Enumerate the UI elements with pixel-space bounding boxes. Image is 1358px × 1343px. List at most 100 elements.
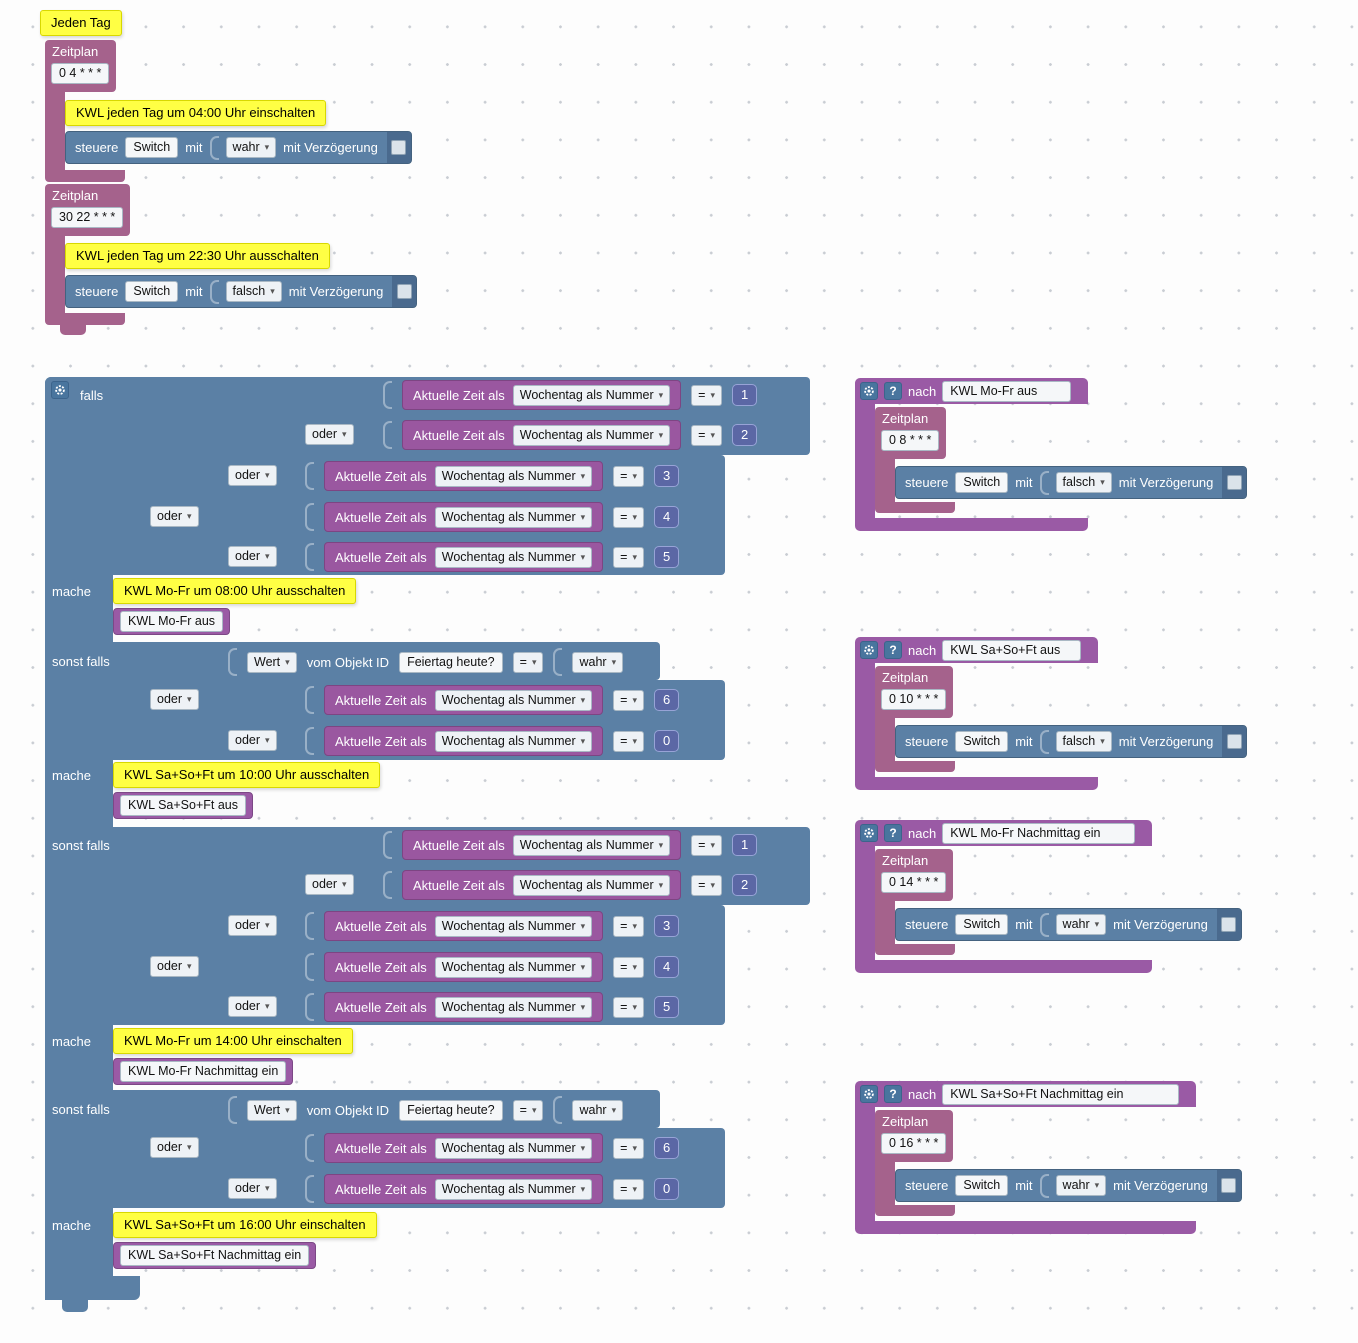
operator-dropdown[interactable]: =▾ [613, 730, 644, 752]
function-block-spine[interactable] [855, 846, 875, 960]
time-format-dropdown[interactable]: Wochentag als Nummer▾ [434, 1137, 593, 1159]
operator-dropdown[interactable]: =▾ [691, 834, 722, 856]
operator-dropdown[interactable]: =▾ [691, 424, 722, 446]
function-block-header[interactable]: ? nach KWL Mo-Fr Nachmittag ein [855, 820, 1152, 846]
compare-block[interactable]: Aktuelle Zeit als Wochentag als Nummer▾ … [305, 539, 680, 575]
number-block[interactable]: 6 [654, 689, 680, 711]
current-time-block[interactable]: Aktuelle Zeit als Wochentag als Nummer▾ [324, 1133, 604, 1163]
control-block[interactable]: steuere Switch mit wahr▾ mit Verzögerung [895, 908, 1242, 941]
delay-checkbox[interactable] [1221, 917, 1237, 932]
or-dropdown[interactable]: oder▾ [305, 874, 354, 895]
compare-block[interactable]: Aktuelle Zeit als Wochentag als Nummer▾ … [383, 417, 758, 453]
attribute-dropdown[interactable]: Wert▾ [247, 651, 297, 673]
time-format-dropdown[interactable]: Wochentag als Nummer▾ [434, 915, 593, 937]
number-block[interactable]: 2 [732, 424, 758, 446]
function-block-spine[interactable] [855, 404, 875, 518]
delay-checkbox[interactable] [1221, 1178, 1237, 1193]
object-id-field[interactable]: Switch [125, 281, 179, 302]
function-name-field[interactable]: KWL Sa+So+Ft aus [120, 795, 247, 816]
control-block[interactable]: steuere Switch mit falsch▾ mit Verzögeru… [65, 275, 418, 308]
bool-dropdown[interactable]: wahr▾ [572, 1099, 624, 1121]
time-format-dropdown[interactable]: Wochentag als Nummer▾ [512, 384, 671, 406]
value-dropdown[interactable]: wahr▾ [1055, 1175, 1107, 1196]
operator-dropdown[interactable]: =▾ [512, 651, 544, 673]
cron-field[interactable]: 0 16 * * * [881, 1133, 947, 1154]
schedule-block[interactable]: Zeitplan 0 10 * * * [875, 666, 954, 718]
control-block[interactable]: steuere Switch mit wahr▾ mit Verzögerung [895, 1169, 1242, 1202]
current-time-block[interactable]: Aktuelle Zeit als Wochentag als Nummer▾ [324, 1174, 604, 1204]
number-block[interactable]: 3 [654, 915, 680, 937]
object-id-field[interactable]: Switch [955, 1175, 1009, 1196]
function-call-block[interactable]: KWL Sa+So+Ft Nachmittag ein [113, 1242, 317, 1269]
gear-icon[interactable] [51, 381, 69, 399]
cron-field[interactable]: 0 14 * * * [881, 872, 947, 893]
schedule-block-spine[interactable] [875, 1162, 895, 1205]
compare-block[interactable]: Aktuelle Zeit als Wochentag als Nummer▾ … [305, 908, 680, 944]
time-format-dropdown[interactable]: Wochentag als Nummer▾ [512, 834, 671, 856]
current-time-block[interactable]: Aktuelle Zeit als Wochentag als Nummer▾ [402, 830, 682, 860]
compare-block[interactable]: Aktuelle Zeit als Wochentag als Nummer▾ … [383, 867, 758, 903]
object-id-field[interactable]: Switch [125, 137, 179, 158]
value-dropdown[interactable]: falsch▾ [225, 281, 282, 302]
number-block[interactable]: 5 [654, 996, 680, 1018]
time-format-dropdown[interactable]: Wochentag als Nummer▾ [434, 506, 593, 528]
or-dropdown[interactable]: oder▾ [228, 730, 277, 751]
gear-icon[interactable] [860, 1085, 878, 1103]
comment-block[interactable]: KWL jeden Tag um 04:00 Uhr einschalten [65, 100, 327, 126]
value-dropdown[interactable]: wahr▾ [1055, 914, 1107, 935]
current-time-block[interactable]: Aktuelle Zeit als Wochentag als Nummer▾ [324, 685, 604, 715]
time-format-dropdown[interactable]: Wochentag als Nummer▾ [434, 689, 593, 711]
current-time-block[interactable]: Aktuelle Zeit als Wochentag als Nummer▾ [324, 911, 604, 941]
schedule-block-bottom[interactable] [875, 502, 955, 513]
time-format-dropdown[interactable]: Wochentag als Nummer▾ [434, 996, 593, 1018]
cron-field[interactable]: 0 8 * * * [881, 430, 940, 451]
function-name-field[interactable]: KWL Mo-Fr aus [942, 380, 1071, 402]
value-dropdown[interactable]: falsch▾ [1055, 731, 1112, 752]
gear-icon[interactable] [860, 824, 878, 842]
operator-dropdown[interactable]: =▾ [613, 546, 644, 568]
time-format-dropdown[interactable]: Wochentag als Nummer▾ [434, 465, 593, 487]
current-time-block[interactable]: Aktuelle Zeit als Wochentag als Nummer▾ [324, 461, 604, 491]
schedule-block[interactable]: Zeitplan 0 14 * * * [875, 849, 954, 901]
schedule-block-bottom[interactable] [45, 170, 125, 182]
or-dropdown[interactable]: oder▾ [150, 689, 199, 710]
function-name-field[interactable]: KWL Mo-Fr Nachmittag ein [942, 822, 1135, 844]
delay-checkbox[interactable] [391, 140, 407, 155]
schedule-block-bottom[interactable] [45, 313, 125, 325]
bool-dropdown[interactable]: wahr▾ [572, 651, 624, 673]
schedule-block-spine[interactable] [45, 92, 65, 170]
number-block[interactable]: 1 [732, 384, 758, 406]
comment-block[interactable]: KWL Mo-Fr um 14:00 Uhr einschalten [113, 1028, 353, 1054]
help-icon[interactable]: ? [884, 641, 902, 659]
schedule-block[interactable]: Zeitplan 0 16 * * * [875, 1110, 954, 1162]
operator-dropdown[interactable]: =▾ [613, 689, 644, 711]
comment-block[interactable]: Jeden Tag [40, 10, 122, 36]
operator-dropdown[interactable]: =▾ [613, 996, 644, 1018]
attribute-dropdown[interactable]: Wert▾ [247, 1099, 297, 1121]
current-time-block[interactable]: Aktuelle Zeit als Wochentag als Nummer▾ [324, 726, 604, 756]
current-time-block[interactable]: Aktuelle Zeit als Wochentag als Nummer▾ [402, 420, 682, 450]
schedule-block-bottom[interactable] [875, 944, 955, 955]
object-value-compare-block[interactable]: Wert▾ vom Objekt ID Feiertag heute? =▾ w… [228, 1091, 624, 1129]
function-call-block[interactable]: KWL Mo-Fr Nachmittag ein [113, 1058, 294, 1085]
function-name-field[interactable]: KWL Sa+So+Ft Nachmittag ein [120, 1245, 310, 1266]
comment-block[interactable]: KWL Mo-Fr um 08:00 Uhr ausschalten [113, 578, 357, 604]
function-call-block[interactable]: KWL Sa+So+Ft aus [113, 792, 254, 819]
gear-icon[interactable] [860, 382, 878, 400]
time-format-dropdown[interactable]: Wochentag als Nummer▾ [434, 730, 593, 752]
number-block[interactable]: 3 [654, 465, 680, 487]
time-format-dropdown[interactable]: Wochentag als Nummer▾ [512, 874, 671, 896]
value-dropdown[interactable]: falsch▾ [1055, 472, 1112, 493]
compare-block[interactable]: Aktuelle Zeit als Wochentag als Nummer▾ … [305, 458, 680, 494]
or-dropdown[interactable]: oder▾ [150, 506, 199, 527]
function-block-bottom[interactable] [855, 518, 1088, 531]
current-time-block[interactable]: Aktuelle Zeit als Wochentag als Nummer▾ [324, 542, 604, 572]
or-dropdown[interactable]: oder▾ [305, 424, 354, 445]
current-time-block[interactable]: Aktuelle Zeit als Wochentag als Nummer▾ [324, 992, 604, 1022]
object-id-field[interactable]: Switch [955, 914, 1009, 935]
object-id-field[interactable]: Switch [955, 472, 1009, 493]
schedule-block[interactable]: Zeitplan 30 22 * * * [45, 184, 131, 236]
current-time-block[interactable]: Aktuelle Zeit als Wochentag als Nummer▾ [324, 502, 604, 532]
function-block-bottom[interactable] [855, 777, 1098, 790]
